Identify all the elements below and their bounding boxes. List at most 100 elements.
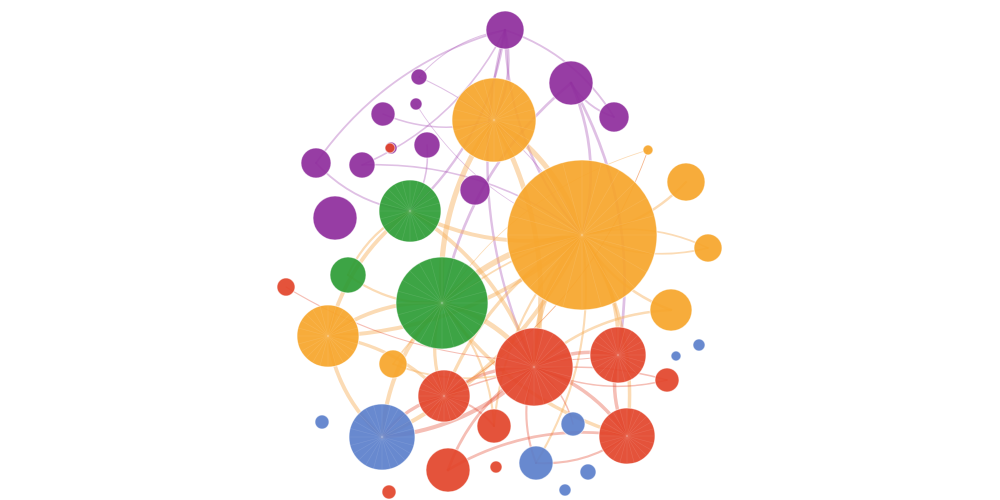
graph-node-blue [670,350,682,362]
node-spoke [581,234,636,289]
graph-node-orange [693,233,723,263]
node-spoke [381,420,411,438]
node-spoke [464,90,495,121]
node-spoke [581,197,648,236]
node-spoke [528,234,583,289]
node-spoke [373,405,383,438]
node-spoke [358,413,383,438]
node-spoke [429,258,443,304]
graph-node-red [381,484,397,500]
node-spoke [381,436,406,461]
node-spoke [493,119,531,142]
node-spoke [617,347,646,356]
node-spoke [581,234,655,255]
node-spoke [506,366,535,395]
node-spoke [381,413,406,438]
node-circle [300,147,332,179]
node-spoke [402,279,443,304]
node-spoke [397,302,443,316]
node-spoke [626,421,652,437]
node-circle [381,484,397,500]
node-spoke [353,420,383,438]
node-circle [296,304,360,368]
node-spoke [606,415,628,437]
node-circle [378,179,442,243]
node-spoke [394,184,411,212]
graph-node-red [417,369,471,423]
node-spoke [590,354,619,363]
node-spoke [383,210,411,227]
graph-node-green [378,179,442,243]
node-spoke [319,305,329,337]
node-spoke [626,408,635,437]
node-spoke [365,408,383,438]
node-spoke [443,377,463,397]
node-spoke [496,366,535,378]
node-spoke [327,309,344,337]
node-spoke [533,333,554,368]
node-spoke [581,234,602,308]
graph-node-purple [409,97,423,111]
node-spoke [441,258,455,304]
node-spoke [493,98,531,121]
node-spoke [509,234,583,255]
node-spoke [493,90,524,121]
node-spoke [327,335,351,359]
node-spoke [617,354,633,380]
node-circle [693,233,723,263]
graph-node-red [598,407,656,465]
graph-node-red [654,367,680,393]
node-spoke [617,340,643,356]
graph-node-orange [642,144,654,156]
node-spoke [319,335,329,367]
graph-node-purple [485,10,525,50]
node-spoke [533,366,545,405]
nodes-layer [276,10,723,500]
node-spoke [327,305,337,337]
node-spoke [617,354,639,376]
node-circle [489,460,503,474]
node-spoke [401,180,411,212]
node-spoke [350,428,383,438]
graph-node-purple [348,151,376,179]
node-spoke [379,202,411,212]
node-circle [518,445,554,481]
node-circle [384,142,396,154]
graph-node-green [329,256,367,294]
node-spoke [381,436,399,466]
node-spoke [381,436,414,446]
node-spoke [301,335,329,352]
node-circle [494,327,574,407]
node-spoke [590,347,619,356]
node-spoke [581,169,620,236]
node-spoke [443,373,458,397]
node-spoke [619,408,628,437]
node-spoke [516,234,583,273]
node-spoke [436,370,445,397]
node-spoke [516,197,583,236]
node-spoke [617,334,639,356]
node-circle [558,483,572,497]
node-spoke [457,98,495,121]
node-spoke [493,79,506,121]
node-circle [459,174,491,206]
node-spoke [533,366,568,387]
node-spoke [441,302,466,343]
node-spoke [409,210,437,227]
node-spoke [443,395,467,410]
node-spoke [365,436,383,466]
graph-node-purple [410,68,428,86]
node-circle [409,97,423,111]
node-spoke [409,210,441,220]
node-spoke [327,335,359,345]
graph-node-red [489,460,503,474]
node-spoke [599,435,628,444]
node-spoke [409,210,433,234]
node-spoke [409,180,419,212]
node-circle [598,407,656,465]
node-circle [378,349,408,379]
node-spoke [626,435,648,457]
node-spoke [312,335,329,363]
node-spoke [327,327,359,337]
node-circle [314,414,330,430]
